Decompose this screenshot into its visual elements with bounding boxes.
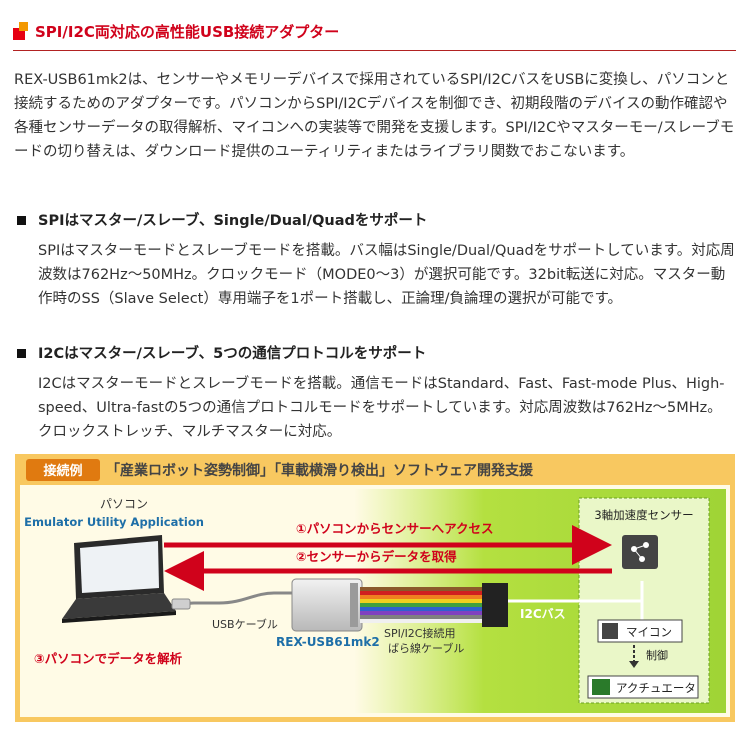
pc-label: パソコン (100, 497, 148, 511)
intro-paragraph: REX-USB61mk2は、センサーやメモリーデバイスで採用されているSPI/I… (14, 72, 735, 160)
laptop-icon (62, 535, 176, 623)
control-arrow-head-icon (629, 661, 639, 668)
bullet-square-icon (17, 349, 26, 358)
actuator-icon (592, 679, 610, 695)
actuator-label: アクチュエータ (616, 681, 696, 695)
app-label: Emulator Utility Application (24, 515, 204, 529)
cable-label-line1: SPI/I2C接続用 (384, 626, 456, 640)
arrow-data-label: ②センサーからデータを取得 (296, 549, 457, 564)
usb-cable-label: USBケーブル (212, 617, 278, 631)
badge-label: 接続例 (43, 463, 82, 479)
bullet-square-icon (17, 216, 26, 225)
actuator-box (587, 675, 699, 699)
ribbon-cable (360, 583, 508, 627)
feature-body: I2Cはマスターモードとスレーブモードを搭載。通信モードはStandard、Fa… (38, 376, 725, 440)
connection-diagram: 接続例 「産業ロボット姿勢制御」「車載横滑り検出」ソフトウェア開発支援 パソコン… (14, 453, 736, 723)
adapter-label: REX-USB61mk2 (276, 635, 380, 649)
arrow-access-label: ①パソコンからセンサーへアクセス (296, 521, 493, 536)
analyze-label: ③パソコンでデータを解析 (34, 651, 183, 666)
diagram-title: 「産業ロボット姿勢制御」「車載横滑り検出」ソフトウェア開発支援 (106, 462, 534, 479)
feature-body: SPIはマスターモードとスレーブモードを搭載。バス幅はSingle/Dual/Q… (38, 243, 735, 307)
feature-heading: SPIはマスター/スレーブ、Single/Dual/Quadをサポート (14, 209, 736, 233)
feature-heading-text: SPIはマスター/スレーブ、Single/Dual/Quadをサポート (38, 213, 428, 229)
feature-spi: SPIはマスター/スレーブ、Single/Dual/Quadをサポート SPIは… (14, 209, 736, 311)
sensor-chip-icon (622, 535, 658, 569)
mcu-box (597, 619, 683, 643)
feature-i2c: I2Cはマスター/スレーブ、5つの通信プロトコルをサポート I2Cはマスターモー… (14, 342, 736, 444)
cable-label-line2: ばら線ケーブル (388, 641, 464, 655)
feature-heading-text: I2Cはマスター/スレーブ、5つの通信プロトコルをサポート (38, 346, 427, 362)
section-title: SPI/I2C両対応の高性能USB接続アダプター (35, 23, 340, 41)
usb-plug-icon (171, 598, 191, 610)
title-bullet-icon (13, 22, 33, 40)
adapter-device-icon (291, 578, 363, 632)
sensor-label: 3軸加速度センサー (594, 508, 693, 522)
section-header: SPI/I2C両対応の高性能USB接続アダプター (13, 18, 736, 51)
feature-heading: I2Cはマスター/スレーブ、5つの通信プロトコルをサポート (14, 342, 736, 366)
badge-bg (26, 459, 100, 481)
control-label: 制御 (646, 648, 668, 662)
mcu-chip-icon (602, 623, 618, 639)
i2c-bus-label: I2Cバス (520, 607, 566, 621)
mcu-label: マイコン (626, 625, 672, 639)
